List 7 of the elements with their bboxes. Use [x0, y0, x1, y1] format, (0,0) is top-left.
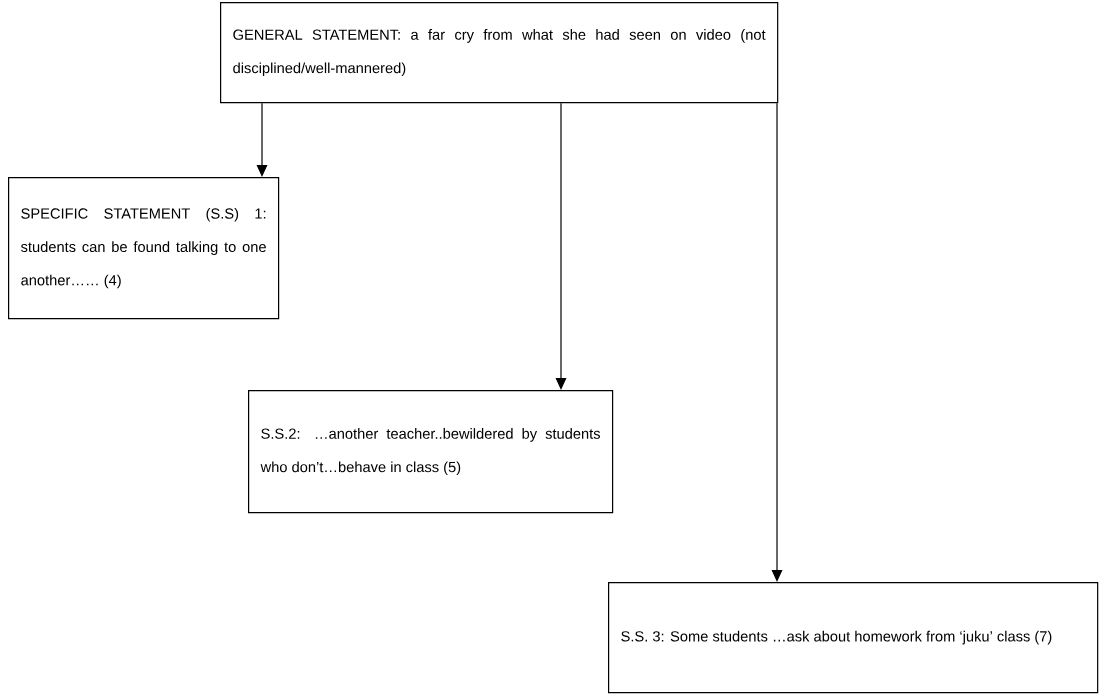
arrow	[256, 102, 268, 177]
statement-box: S.S.2: …another teacher..bewildered by students who don’t…behave in class (5)	[248, 390, 614, 514]
statement-box: SPECIFIC STATEMENT (S.S) 1: students can be found talking to one another…… (4)	[8, 177, 280, 320]
arrow	[771, 102, 783, 582]
statement-box: S.S. 3: Some students …ask about homework from ‘juku’ class (7)	[608, 582, 1099, 694]
arrow	[555, 102, 567, 390]
statement-box: GENERAL STATEMENT: a far cry from what she had seen on video (not disciplined/well-mannered)	[220, 2, 779, 104]
